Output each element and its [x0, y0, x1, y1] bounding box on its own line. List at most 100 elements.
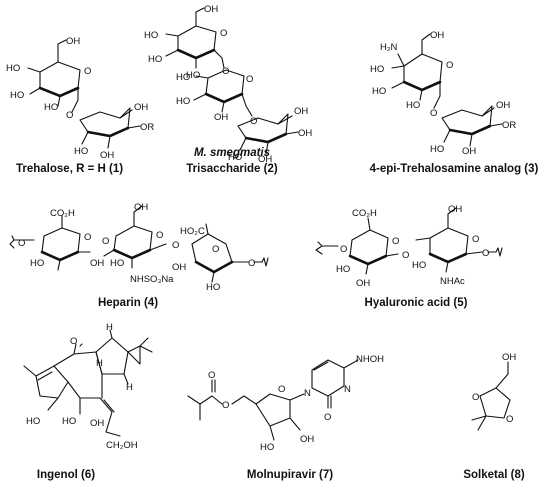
n-label: N	[344, 384, 351, 395]
caption-trehalosamine-analog: 4-epi-Trehalosamine analog (3)	[370, 163, 539, 175]
oh-label: OH	[214, 112, 228, 123]
ring-oxygen-label: O	[84, 232, 91, 243]
ring-oxygen-label: O	[506, 414, 513, 425]
ring-oxygen-label: O	[472, 392, 479, 403]
oh-label: OH	[294, 106, 308, 117]
oh-label: OH	[496, 100, 510, 111]
glycosidic-oxygen-label: O	[482, 248, 489, 259]
nhoh-label: NHOH	[356, 354, 384, 365]
oh-label: OH	[356, 278, 370, 289]
structure-ingenol: O H H H HO HO OH CH₂OH Ingenol (6)	[23, 322, 153, 481]
ho-label: HO	[148, 54, 162, 65]
ho-label: HO	[406, 100, 420, 111]
oh-label: OH	[90, 258, 104, 269]
ho2c-label: HO₂C	[180, 226, 205, 237]
carbonyl-oxygen-label: O	[208, 370, 215, 381]
ho-label: HO	[176, 72, 190, 83]
ho-label: HO	[412, 260, 426, 271]
oh-label: OH	[134, 202, 148, 213]
ester-oxygen-label: O	[222, 400, 229, 411]
oh-label: OH	[134, 102, 148, 113]
ring-oxygen-label: O	[446, 60, 453, 71]
co2h-label: CO₂H	[352, 208, 377, 219]
glycosidic-oxygen-label: O	[402, 250, 409, 261]
ho-label: HO	[176, 96, 190, 107]
oh-label: OH	[448, 204, 462, 215]
ho-label: HO	[206, 282, 220, 293]
ho-label: HO	[228, 152, 242, 163]
ho-label: HO	[110, 258, 124, 269]
structure-molnupiravir: O O O HO OH N N NHOH O Molnupiravir (7)	[187, 354, 384, 481]
caption-trehalose: Trehalose, R = H (1)	[16, 163, 123, 175]
ho-label: HO	[260, 442, 274, 453]
caption-ingenol: Ingenol (6)	[37, 469, 95, 481]
ho-label: HO	[30, 258, 44, 269]
nhac-label: NHAc	[440, 276, 465, 287]
caption-hyaluronic-acid: Hyaluronic acid (5)	[365, 297, 468, 309]
ho-label: HO	[44, 102, 58, 113]
ho-label: HO	[10, 90, 24, 101]
caption-molnupiravir: Molnupiravir (7)	[247, 469, 333, 481]
caption-organism: M. smegmatis	[194, 147, 270, 159]
h-label: H	[96, 358, 103, 369]
structure-solketal: OH O O Solketal (8)	[463, 352, 525, 481]
h-label: H	[126, 382, 133, 393]
structure-hyaluronic-acid: O CO₂H O HO OH O OH O HO NHAc O Hyaluron…	[315, 204, 503, 309]
ho-label: HO	[6, 63, 20, 74]
oh-label: OH	[462, 146, 476, 157]
ho-label: HO	[336, 264, 350, 275]
oh-label: OH	[430, 30, 444, 41]
glycosidic-oxygen-label: O	[172, 240, 179, 251]
caption-trisaccharide: Trisaccharide (2)	[186, 163, 278, 175]
ho-label: HO	[62, 416, 76, 427]
caption-solketal: Solketal (8)	[463, 469, 525, 481]
ring-oxygen-label: O	[18, 238, 25, 249]
ring-oxygen-label: O	[472, 234, 479, 245]
ho-label: HO	[144, 30, 158, 41]
n-label: N	[304, 388, 311, 399]
or-label: OR	[140, 122, 154, 133]
oh-label: OH	[298, 128, 312, 139]
glycosidic-oxygen-label: O	[250, 116, 257, 127]
structure-trehalose: OH HO O HO HO O OH HO OH OR Trehalose, R…	[6, 36, 154, 175]
ring-oxygen-label: O	[278, 384, 285, 395]
ring-oxygen-label: O	[220, 28, 227, 39]
oh-label: OH	[66, 36, 80, 47]
ho-label: HO	[370, 64, 384, 75]
ring-oxygen-label: O	[246, 74, 253, 85]
oh-label: OH	[502, 352, 516, 363]
glycosidic-oxygen-label: O	[248, 258, 255, 269]
oh-label: OH	[204, 4, 218, 15]
ho-label: HO	[26, 416, 40, 427]
ho-label: HO	[186, 70, 200, 81]
ring-oxygen-label: O	[70, 336, 77, 347]
structure-heparin: O CO₂H O HO OH O OH O HO NHSO₃Na O HO₂C …	[9, 202, 269, 309]
oh-label: OH	[172, 262, 186, 273]
oh-label: OH	[100, 150, 114, 161]
glycosidic-oxygen-label: O	[66, 110, 73, 121]
h2n-label: H₂N	[380, 42, 398, 53]
ho-label: HO	[430, 144, 444, 155]
oh-label: OH	[300, 434, 314, 445]
or-label: OR	[502, 120, 516, 131]
caption-heparin: Heparin (4)	[98, 297, 158, 309]
ring-oxygen-label: O	[84, 66, 91, 77]
ring-oxygen-label: O	[392, 236, 399, 247]
glycosidic-oxygen-label: O	[102, 236, 109, 247]
oh-label: OH	[90, 418, 104, 429]
ch2oh-label: CH₂OH	[106, 440, 138, 451]
ho-label: HO	[372, 86, 386, 97]
ring-oxygen-label: O	[212, 244, 219, 255]
ring-oxygen-label: O	[156, 230, 163, 241]
carbonyl-oxygen-label: O	[324, 412, 331, 423]
ho-label: HO	[74, 146, 88, 157]
structure-trehalosamine-analog: H₂N OH HO O HO HO O OH HO OH OR 4-epi-Tr…	[370, 30, 539, 175]
ring-oxygen-label: O	[340, 244, 347, 255]
nhso3na-label: NHSO₃Na	[130, 274, 174, 285]
co2h-label: CO₂H	[50, 208, 75, 219]
glycosidic-oxygen-label: O	[222, 66, 229, 77]
structure-trisaccharide: OH HO O HO HO O HO HO O OH O OH HO OH OH…	[144, 4, 312, 175]
glycosidic-oxygen-label: O	[430, 108, 437, 119]
